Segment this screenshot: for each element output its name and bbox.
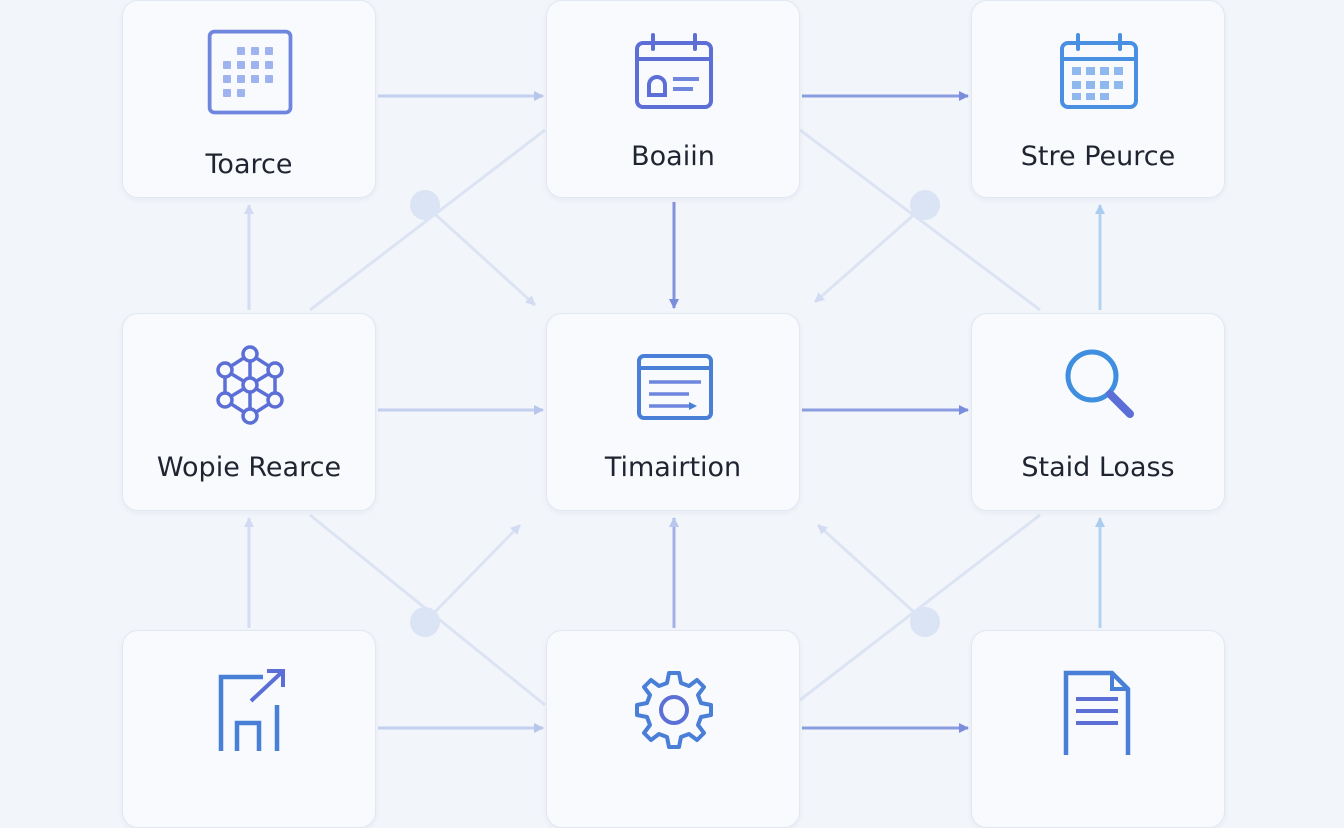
search-icon xyxy=(1065,349,1134,418)
node-wopie-rearce[interactable]: Wopie Rearce xyxy=(122,313,376,511)
export-icon xyxy=(218,669,285,751)
node-toarce[interactable]: Toarce xyxy=(122,0,376,198)
diag-line xyxy=(814,203,926,304)
diag-line xyxy=(309,128,546,312)
node-stre-peurce[interactable]: Stre Peurce xyxy=(971,0,1225,198)
node-label: Toarce xyxy=(205,149,293,180)
document-icon xyxy=(637,354,713,420)
diag-line xyxy=(816,523,927,624)
connector-layer xyxy=(244,91,1105,733)
node-label: Stre Peurce xyxy=(1020,141,1176,172)
calendar-card-icon xyxy=(635,33,713,109)
diag-line xyxy=(799,513,1041,702)
node-timairtion[interactable]: Timairtion xyxy=(546,313,800,511)
node-label: Timairtion xyxy=(604,452,742,483)
hub-dot xyxy=(410,607,440,637)
grid-icon xyxy=(207,29,293,115)
node-settings[interactable] xyxy=(546,630,800,828)
diag-line xyxy=(799,128,1041,312)
calendar-icon xyxy=(1060,33,1138,109)
diag-line xyxy=(423,203,537,307)
hub-dot xyxy=(910,190,940,220)
node-staid-loass[interactable]: Staid Loass xyxy=(971,313,1225,511)
network-icon xyxy=(216,345,284,425)
diag-line xyxy=(423,523,522,624)
file-icon xyxy=(1063,670,1131,755)
hub-dot xyxy=(410,190,440,220)
node-file[interactable] xyxy=(971,630,1225,828)
node-label: Wopie Rearce xyxy=(156,452,342,483)
node-export[interactable] xyxy=(122,630,376,828)
hub-dot xyxy=(910,607,940,637)
gear-icon xyxy=(635,671,713,749)
node-label: Boaiin xyxy=(631,141,715,172)
node-boaiin[interactable]: Boaiin xyxy=(546,0,800,198)
node-label: Staid Loass xyxy=(1021,452,1175,483)
